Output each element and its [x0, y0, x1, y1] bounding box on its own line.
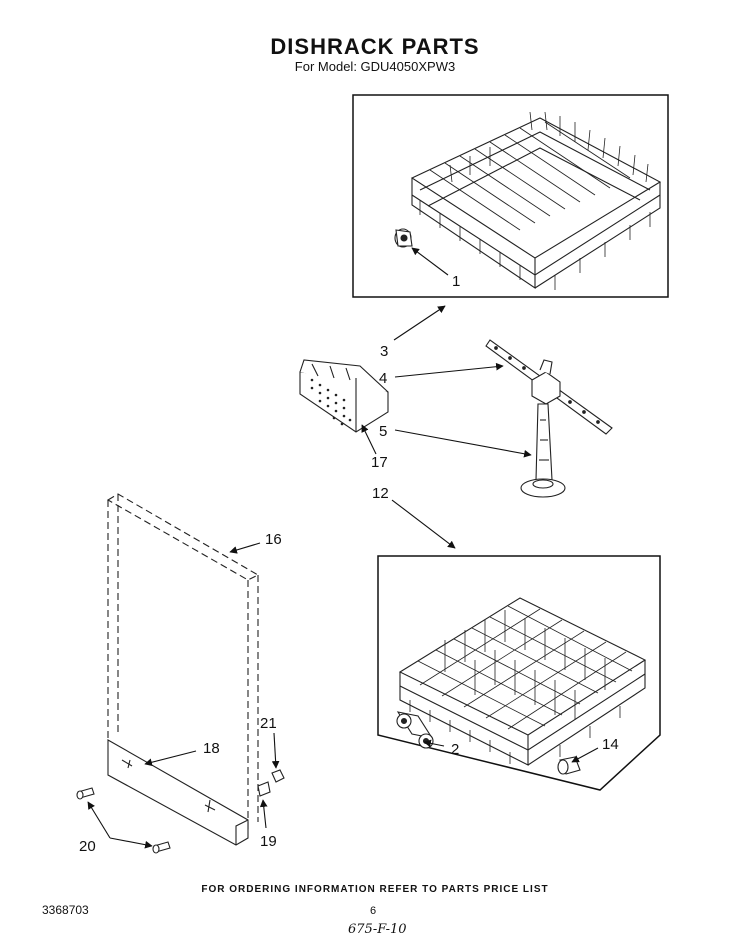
callout-3: 3: [380, 343, 388, 360]
callout-12: 12: [372, 485, 389, 502]
screw-icon: [76, 787, 171, 854]
lower-rack-icon: [398, 597, 647, 766]
spray-arm-icon: [485, 339, 613, 435]
callout-21: 21: [260, 715, 277, 732]
upper-rack-icon: [410, 111, 662, 290]
trim-strip-icon: [107, 739, 249, 846]
handwritten-note: 675-F-10: [348, 922, 407, 937]
page-title: DISHRACK PARTS: [270, 34, 480, 59]
upper-rack-box: [352, 94, 669, 298]
model-subtitle: For Model: GDU4050XPW3: [294, 59, 456, 74]
clip-icon: [257, 781, 271, 797]
callout-14: 14: [602, 736, 619, 753]
ordering-info-note: FOR ORDERING INFORMATION REFER TO PARTS …: [201, 884, 549, 895]
callout-16: 16: [265, 531, 282, 548]
document-number: 3368703: [42, 903, 89, 917]
nut-icon: [271, 769, 285, 783]
callout-labels: 1 2 3 4 5 12 14 16 17 18 19 20 21: [79, 273, 619, 855]
callout-19: 19: [260, 833, 277, 850]
spray-tower-icon: [520, 403, 566, 498]
callout-2: 2: [451, 741, 459, 758]
lower-rack-box: [377, 555, 661, 791]
callout-5: 5: [379, 423, 387, 440]
door-panel-icon: [106, 493, 260, 830]
rack-wheel-icon: [394, 228, 413, 248]
leader-lines: [87, 247, 599, 849]
callout-1: 1: [452, 273, 460, 290]
callout-20: 20: [79, 838, 96, 855]
callout-4: 4: [379, 370, 387, 387]
page-number: 6: [370, 905, 377, 917]
callout-17: 17: [371, 454, 388, 471]
callout-18: 18: [203, 740, 220, 757]
silverware-basket-icon: [299, 359, 389, 433]
